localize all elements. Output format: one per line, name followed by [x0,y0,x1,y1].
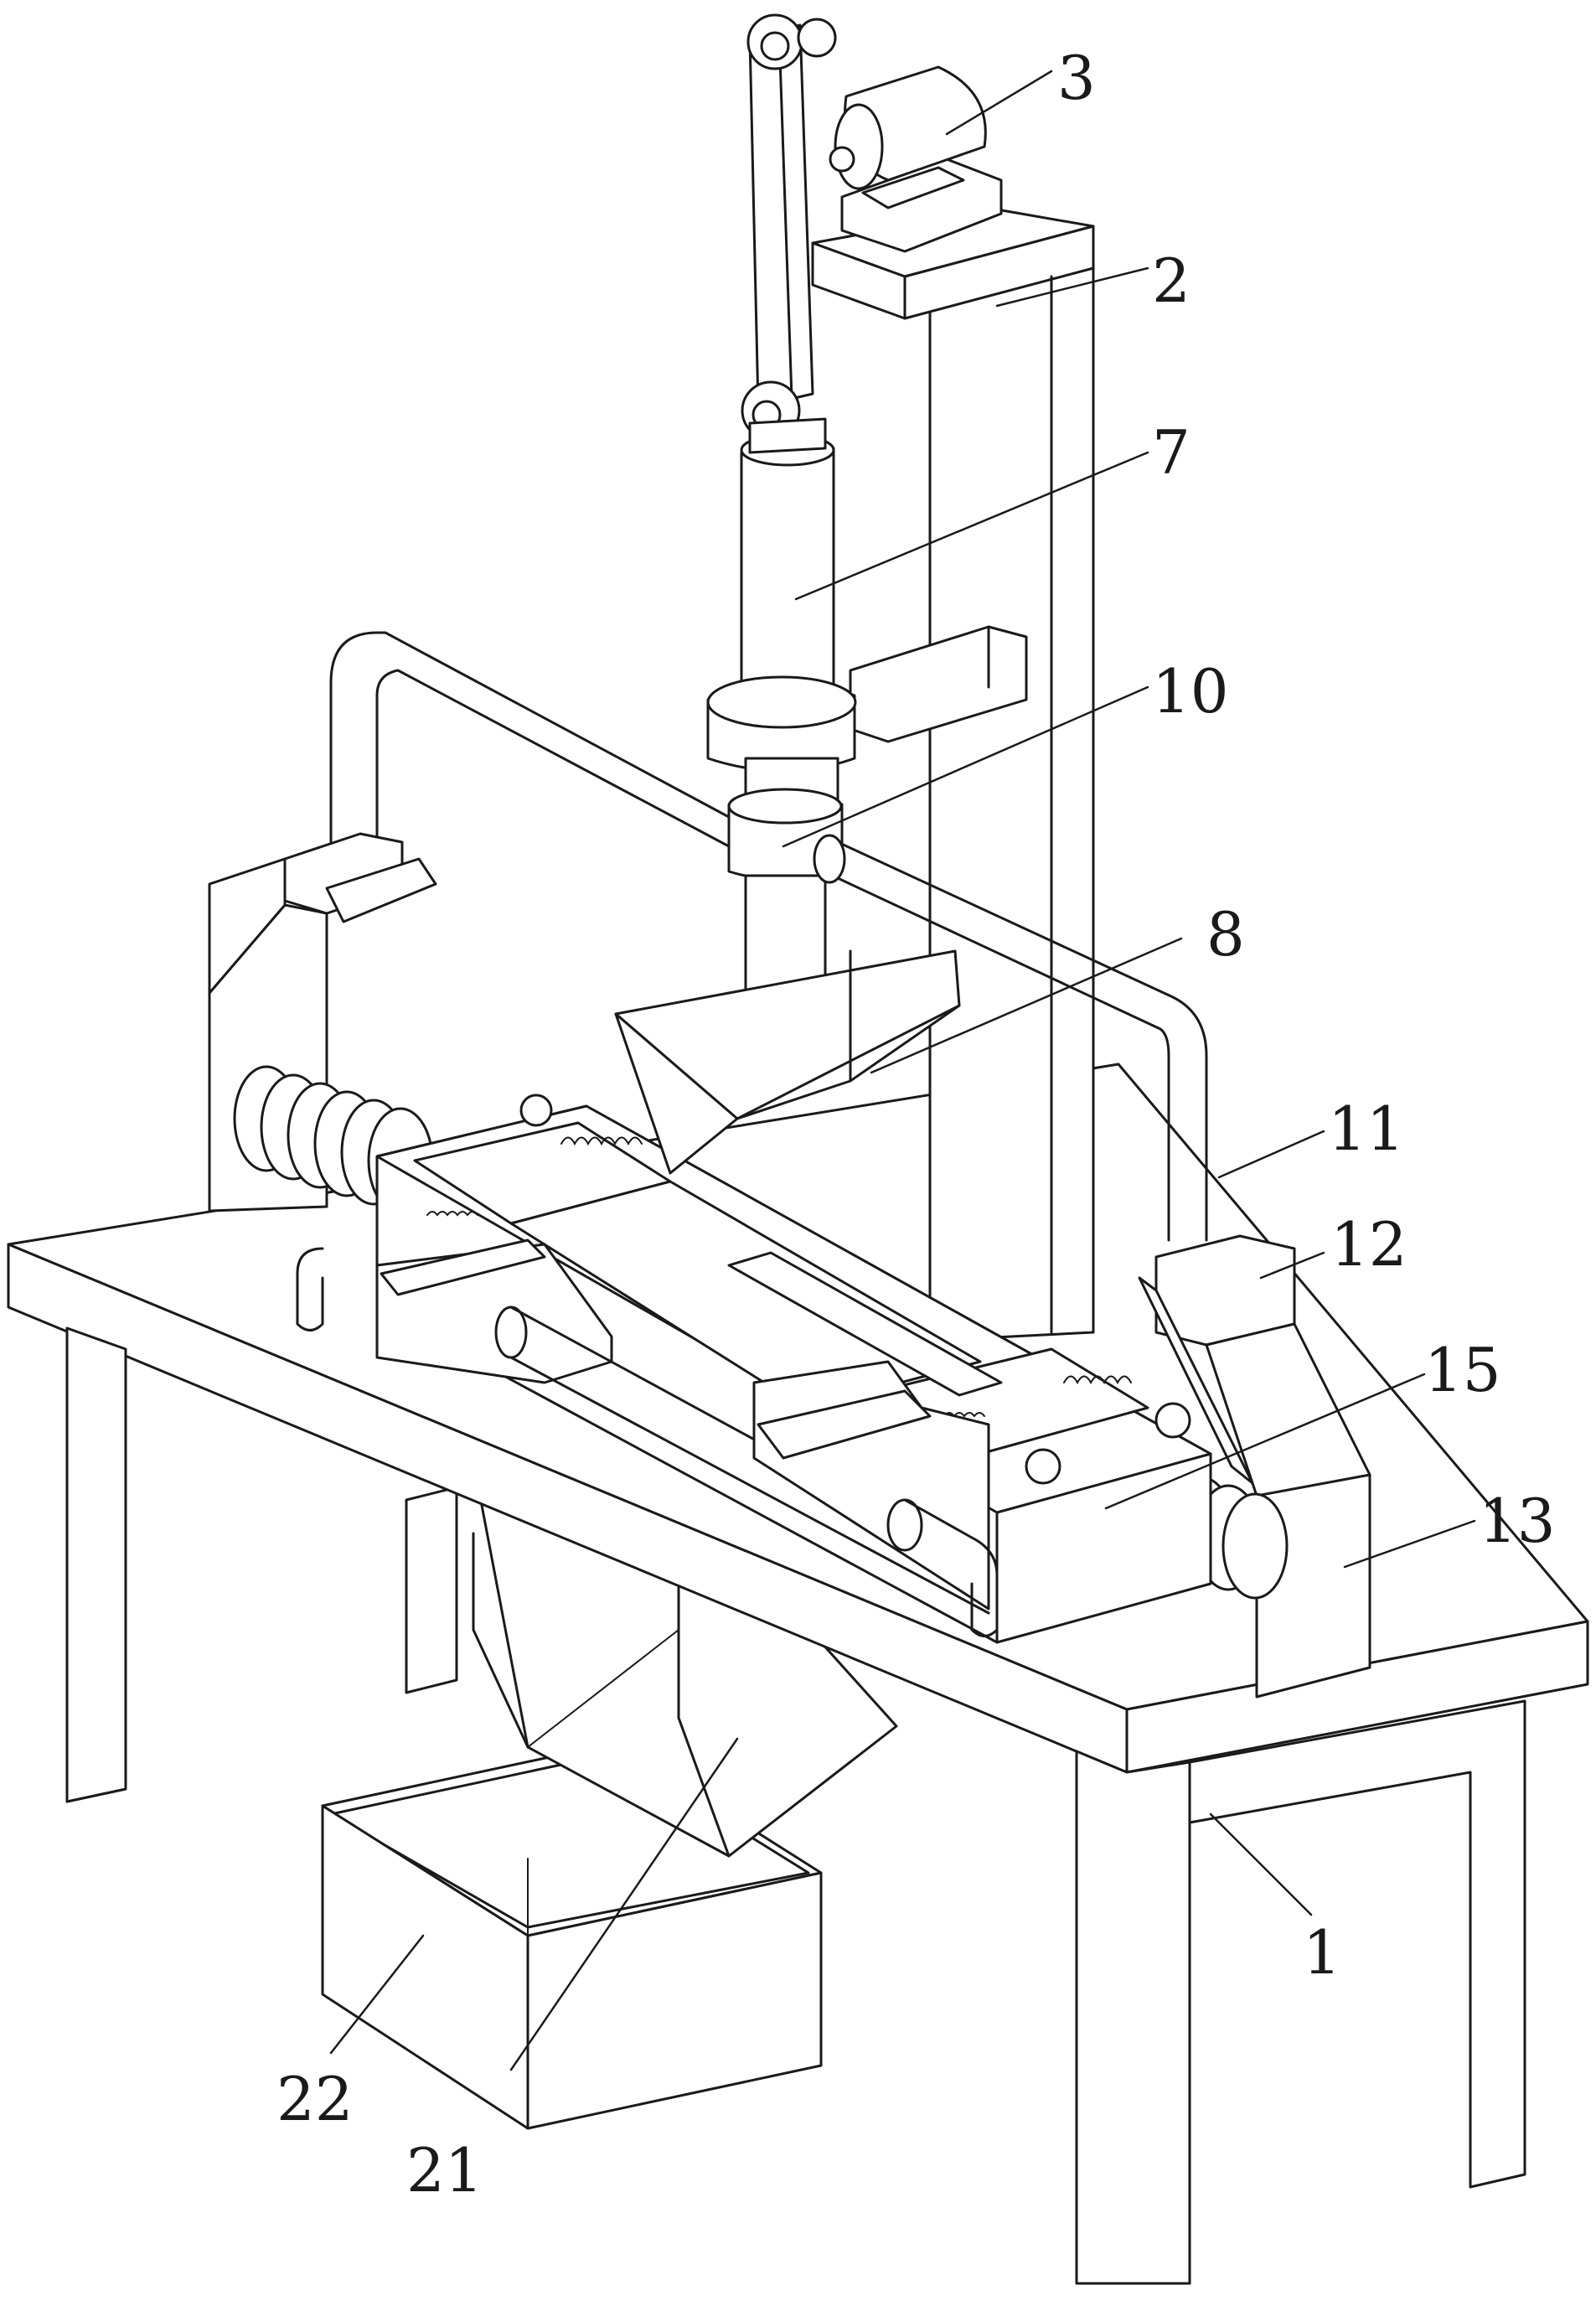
motor [829,65,1003,253]
rotary-joint [727,757,844,1011]
callout-10: 10 [1152,656,1229,726]
cylinder [740,417,835,701]
leader-lines [329,70,1476,2071]
air-pipe [329,631,1208,1242]
right-nozzle [1138,1234,1371,1699]
callout-15: 15 [1424,1335,1501,1405]
feed-hopper [614,949,961,1175]
vertical-column [811,208,1095,1342]
left-guide [296,1238,999,1637]
callout-21: 21 [406,2135,483,2205]
callout-2: 2 [1152,246,1191,316]
callout-1: 1 [1303,1917,1341,1988]
callout-labels: 3 2 7 10 8 11 12 15 13 1 22 21 [276,43,1556,2205]
callout-7: 7 [1152,417,1191,488]
callout-22: 22 [276,2064,354,2134]
callout-8: 8 [1206,899,1245,970]
crank-link [741,13,837,441]
mounting-bracket [706,625,1028,773]
callout-3: 3 [1057,43,1096,113]
callout-12: 12 [1330,1209,1407,1280]
callout-11: 11 [1328,1094,1405,1164]
callout-13: 13 [1479,1486,1556,1556]
